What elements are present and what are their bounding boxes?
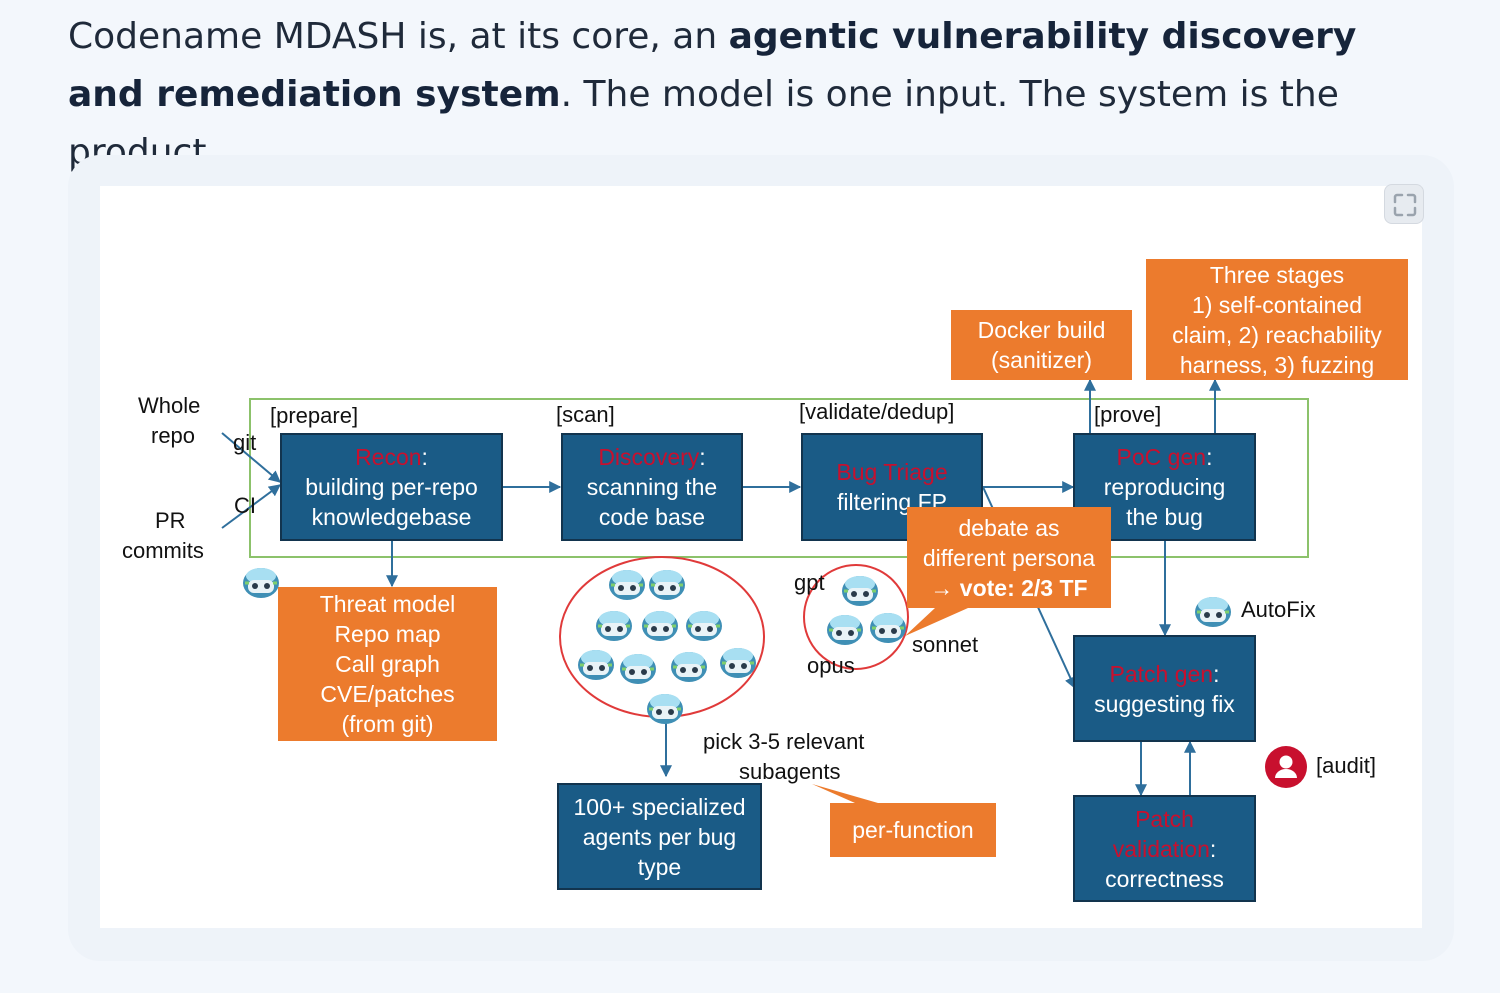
agent-face-icon [576, 648, 616, 682]
audit-label: [audit] [1316, 753, 1376, 778]
three-stages-box: Three stages 1) self-contained claim, 2)… [1146, 259, 1408, 380]
pick-subagents-label-2: subagents [739, 759, 841, 784]
input-pr-label: PR [155, 508, 186, 533]
per-function-callout: per-function [830, 803, 996, 857]
agent-face-icon [825, 613, 865, 647]
recon-title: Recon [355, 444, 422, 470]
agent-face-icon [1193, 595, 1233, 629]
agent-face-icon [640, 609, 680, 643]
bug-triage-box: Bug Triage filtering FP [801, 433, 983, 541]
stage-validate-label: [validate/dedup] [799, 399, 955, 424]
intro-text-1: Codename MDASH is, at its core, an [68, 16, 729, 57]
expand-button[interactable] [1384, 184, 1424, 224]
agent-face-icon [840, 574, 880, 608]
patch-validation-title: Patch [1135, 805, 1194, 832]
stage-scan-label: [scan] [556, 402, 615, 427]
agent-face-icon [669, 650, 709, 684]
agent-face-icon [647, 568, 687, 602]
input-commits-label: commits [122, 538, 204, 563]
stage-prove-label: [prove] [1094, 402, 1162, 427]
debate-callout-tail [905, 608, 968, 636]
input-whole-repo-label: Whole [138, 393, 201, 418]
person-icon [1265, 746, 1307, 788]
sonnet-label: sonnet [912, 632, 979, 657]
pick-subagents-label-1: pick 3-5 relevant [703, 729, 865, 754]
input-whole-repo-label-2: repo [151, 423, 196, 448]
triage-model-cluster [803, 564, 909, 670]
discovery-box: Discovery: scanning the code base [561, 433, 743, 541]
threat-model-box: Threat model Repo map Call graph CVE/pat… [278, 587, 497, 741]
agent-face-icon [607, 568, 647, 602]
expand-icon [1393, 193, 1417, 217]
stage-prepare-label: [prepare] [270, 403, 359, 428]
opus-label: opus [807, 653, 855, 678]
poc-gen-title: PoC gen [1116, 444, 1207, 470]
recon-box: Recon: building per-repo knowledgebase [280, 433, 503, 541]
agent-face-icon [241, 566, 281, 600]
agent-face-icon [684, 609, 724, 643]
ci-label: CI [234, 493, 256, 518]
agent-face-icon [868, 611, 908, 645]
intro-bold: agentic vulnerability discovery and reme… [68, 16, 1357, 115]
autofix-label: AutoFix [1241, 597, 1316, 622]
agent-face-icon [718, 646, 758, 680]
patch-validation-box: Patch validation: correctness [1073, 795, 1256, 902]
agent-face-icon [645, 692, 685, 726]
pipeline-frame [249, 398, 1309, 558]
gpt-label: gpt [794, 570, 825, 595]
per-function-callout-tail [812, 784, 878, 803]
debate-callout: debate as different persona → vote: 2/3 … [907, 507, 1111, 608]
bug-triage-title: Bug Triage [836, 459, 948, 485]
docker-build-box: Docker build (sanitizer) [951, 310, 1132, 380]
git-label: git [233, 430, 257, 455]
specialized-agents-box: 100+ specialized agents per bug type [557, 783, 762, 890]
patch-gen-title: Patch gen [1109, 660, 1214, 687]
patch-gen-box: Patch gen: suggesting fix [1073, 635, 1256, 742]
agent-face-icon [594, 609, 634, 643]
agent-face-icon [618, 652, 658, 686]
discovery-title: Discovery [598, 444, 700, 470]
